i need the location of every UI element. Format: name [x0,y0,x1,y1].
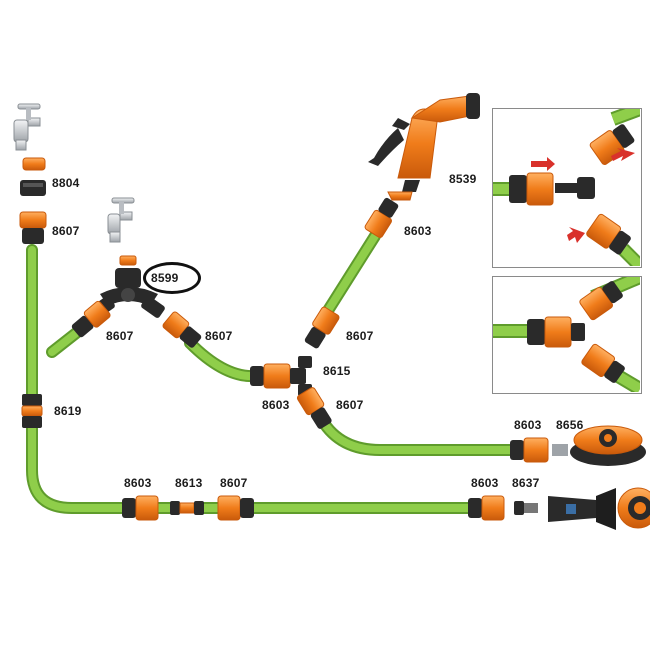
inset-panel-assembly [492,102,645,271]
connector-8603-junction-icon [250,363,291,389]
inset-panel-assembled [492,270,644,396]
arrow-right-icon [531,157,555,171]
label-8599: 8599 [151,271,179,285]
label-8607-left: 8607 [52,224,80,238]
connector-8619-icon [21,394,43,428]
connector-8603-bottom-left-icon [122,495,159,521]
label-8607-up: 8607 [346,329,374,343]
label-8804: 8804 [52,176,80,190]
label-8603-sprinkler: 8603 [514,418,542,432]
tap-middle-icon [107,197,137,266]
connector-8603-gun-icon [364,197,399,238]
label-8603-gun: 8603 [404,224,432,238]
connector-8607-left-icon [19,211,47,244]
arrow-down-left-icon [611,148,635,161]
label-8539: 8539 [449,172,477,186]
label-8615: 8615 [323,364,351,378]
sprinkler-8656-icon [552,425,646,466]
tap-left-icon [13,103,41,151]
label-8607-down: 8607 [336,398,364,412]
stop-8637-icon [514,501,538,515]
connector-8607-y-left-icon [71,300,111,338]
repair-8613-icon [170,501,204,515]
adaptor-8804-icon [20,157,46,196]
connector-8607-bottom-icon [217,495,254,521]
arrow-up-left-icon [567,227,585,243]
label-8619: 8619 [54,404,82,418]
hose-main-line [26,244,134,514]
connector-8603-bottom-right-icon [468,495,505,521]
label-8607-y-left: 8607 [106,329,134,343]
inset-assembly-graphic [493,102,645,271]
connector-8607-up-icon [304,306,340,349]
connector-8607-down-icon [296,387,332,429]
label-8607-y-right: 8607 [205,329,233,343]
label-8603-bottom-left: 8603 [124,476,152,490]
connector-8607-y-right-icon [162,311,202,348]
label-8607-bottom: 8607 [220,476,248,490]
label-8656: 8656 [556,418,584,432]
label-8637: 8637 [512,476,540,490]
spray-nozzle-8637-icon [548,487,650,530]
inset-assembled-graphic [493,270,644,396]
highlight-ring-8599 [143,262,201,294]
spray-gun-8539-icon [368,93,480,201]
label-8613: 8613 [175,476,203,490]
label-8603-junction: 8603 [262,398,290,412]
connector-8603-sprinkler-icon [510,437,549,463]
label-8603-bottom-right: 8603 [471,476,499,490]
